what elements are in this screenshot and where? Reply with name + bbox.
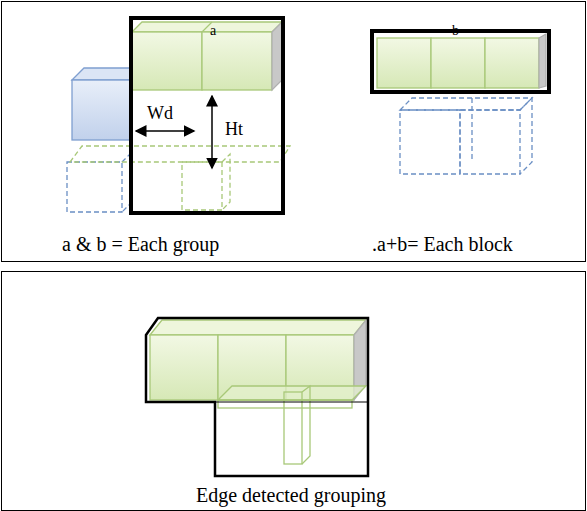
- caption-text: .a+b= Each block: [372, 233, 513, 255]
- caption-text: a & b = Each group: [62, 233, 219, 255]
- panel-box: a & b = Each group .a+b= Each block: [1, 1, 586, 262]
- height-dimension: Ht: [225, 120, 243, 140]
- group-letter: a: [210, 23, 216, 38]
- caption-text: Edge detected grouping: [196, 484, 386, 506]
- panel-box: Edge detected grouping: [1, 271, 586, 511]
- width-dimension: Wd: [147, 104, 173, 124]
- group-letter: b: [452, 23, 459, 38]
